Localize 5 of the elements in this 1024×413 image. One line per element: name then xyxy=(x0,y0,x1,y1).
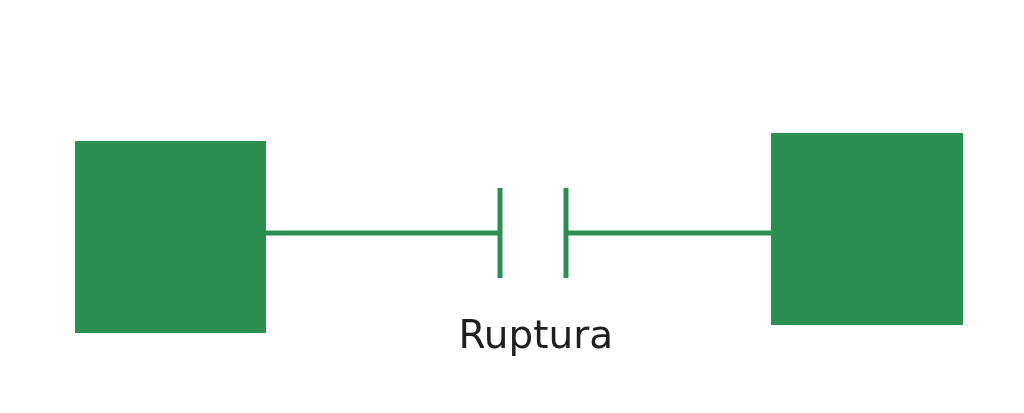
bar-ended-line xyxy=(266,188,503,278)
square-node xyxy=(771,133,963,325)
square-node xyxy=(75,141,266,333)
break-label: Ruptura xyxy=(458,315,614,354)
bar-ended-line xyxy=(563,188,771,278)
